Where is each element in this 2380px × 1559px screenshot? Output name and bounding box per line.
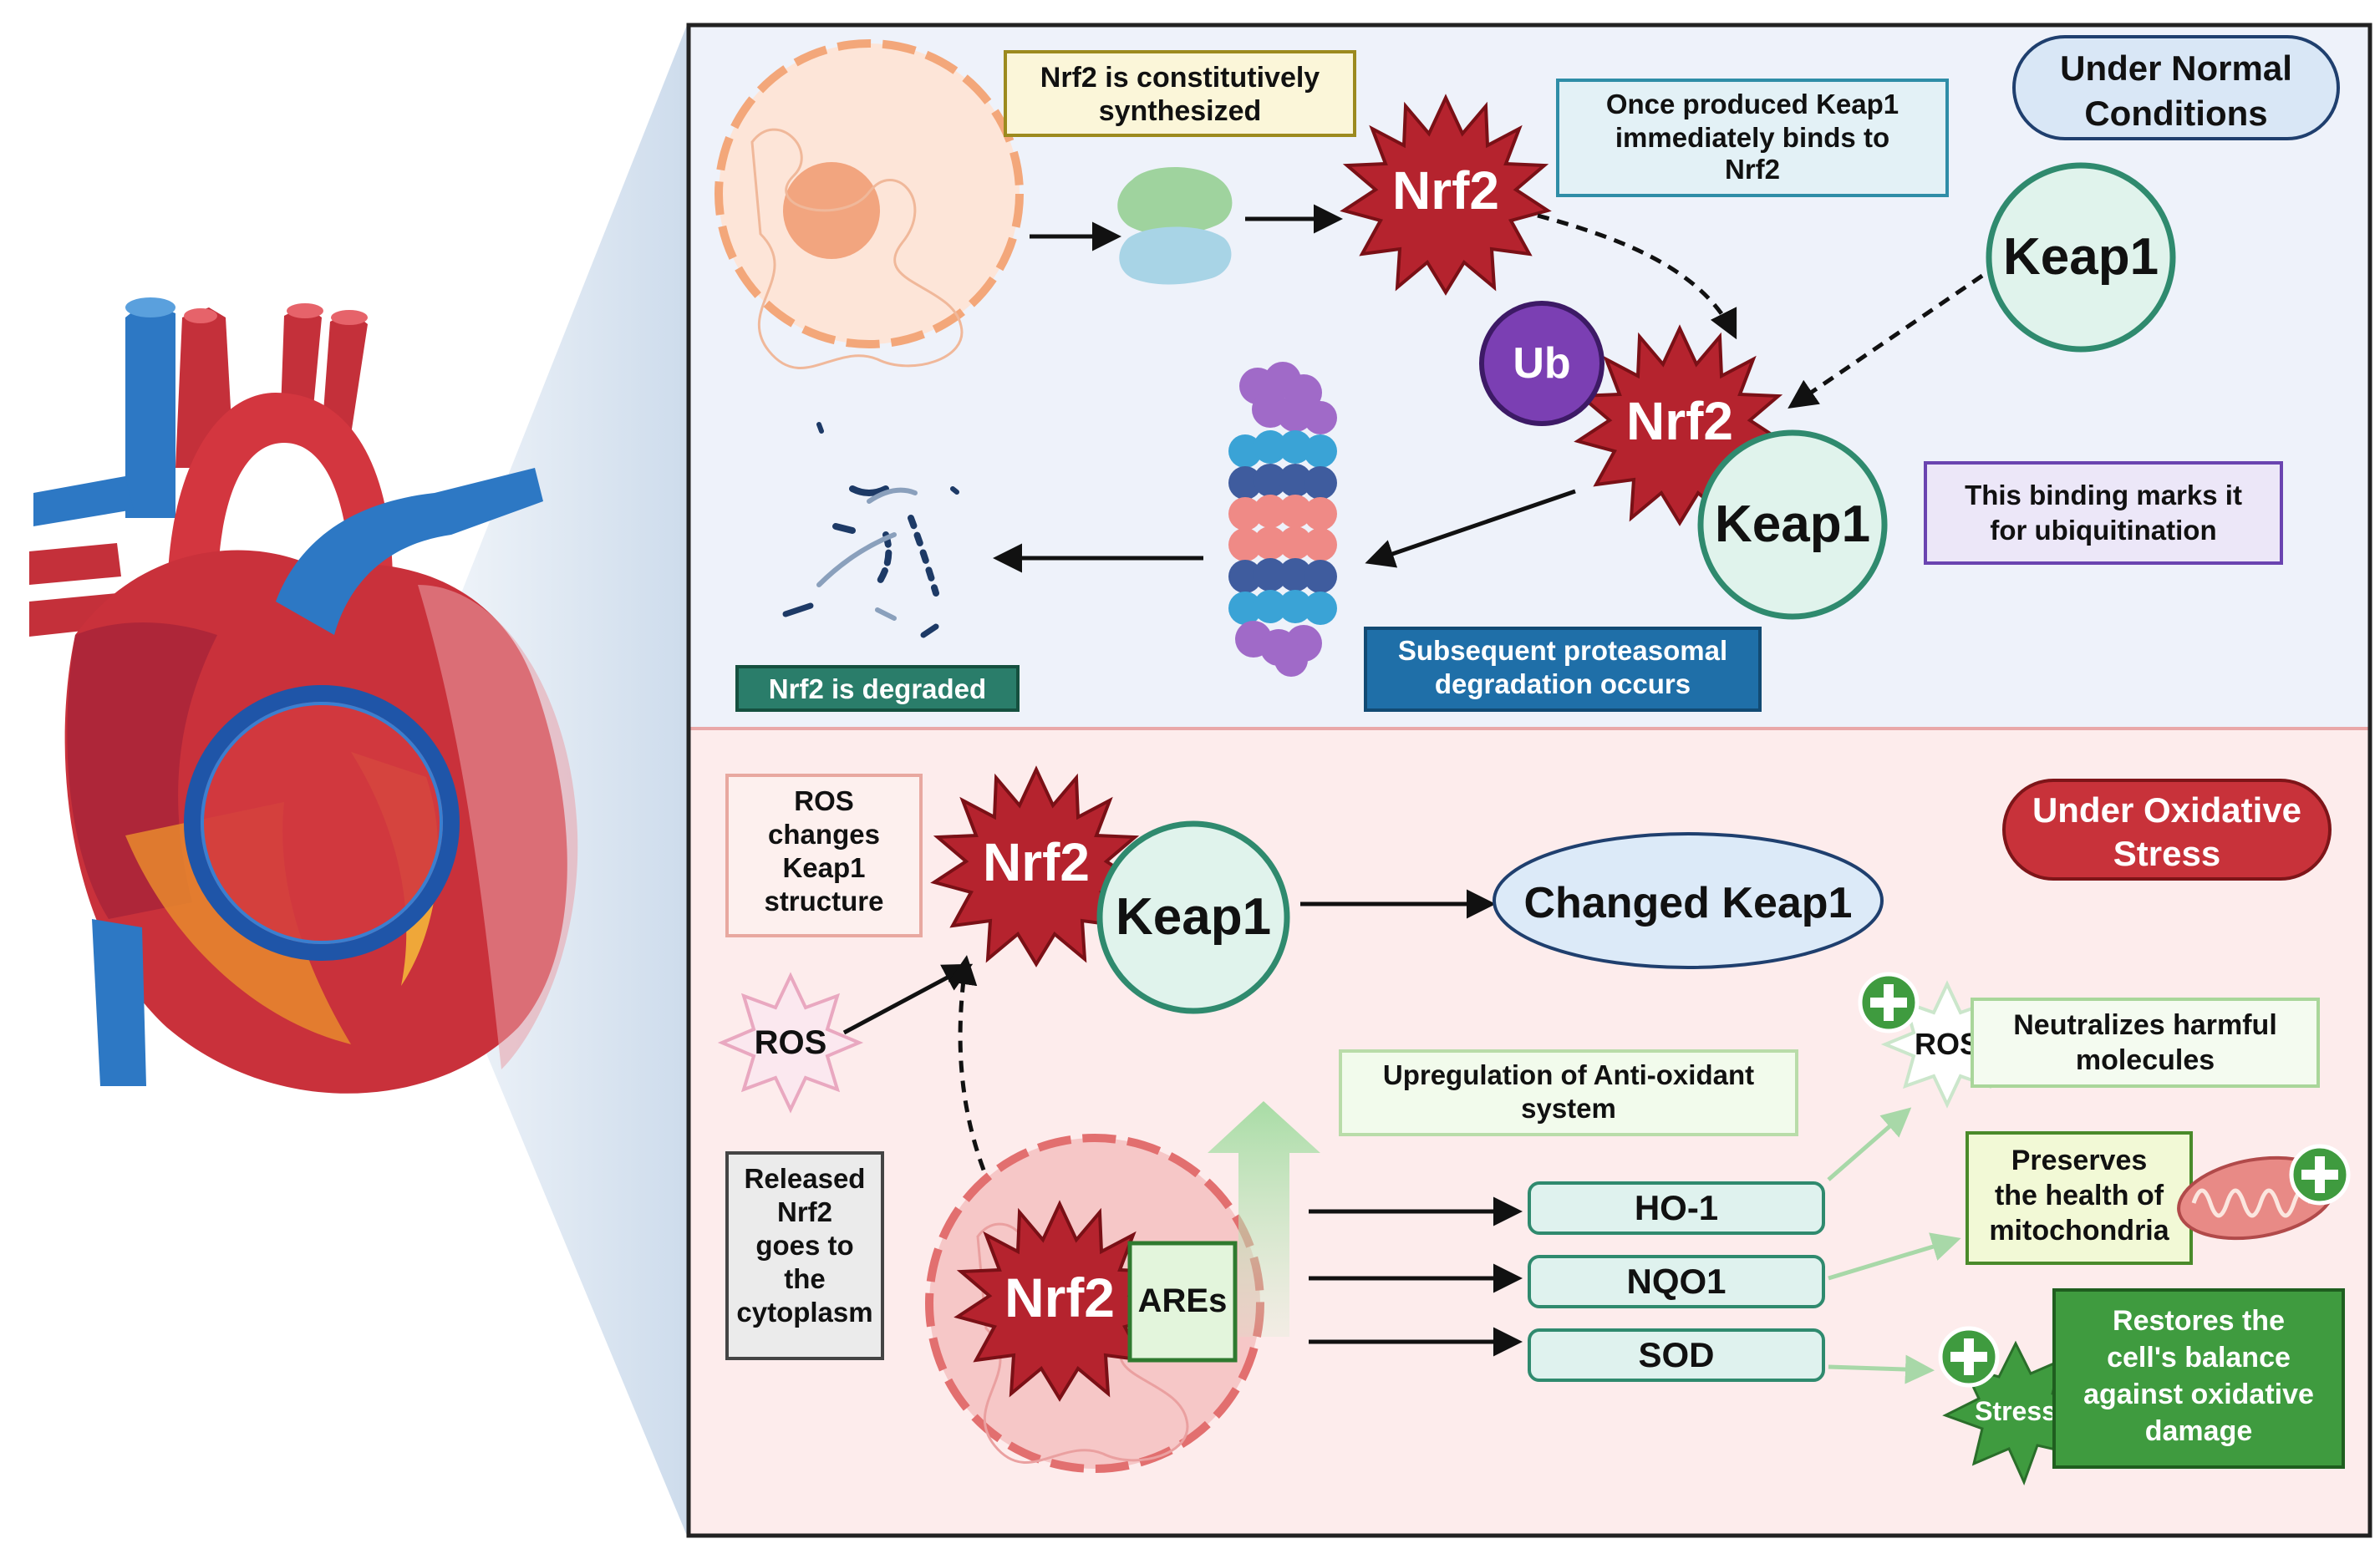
gene-ho1: HO-1: [1528, 1181, 1825, 1235]
plus-icon: [2289, 1144, 2351, 1206]
ubiquitinated-complex: Nrf2 Ub Keap1: [1479, 301, 1888, 620]
svg-text:Keap1: Keap1: [782, 852, 865, 883]
svg-text:Ub: Ub: [1513, 339, 1570, 388]
svg-text:synthesized: synthesized: [1099, 95, 1262, 127]
svg-text:Changed Keap1: Changed Keap1: [1524, 879, 1853, 927]
svg-text:HO-1: HO-1: [1635, 1188, 1718, 1227]
svg-text:This binding marks it: This binding marks it: [1965, 480, 2242, 510]
svg-text:Keap1: Keap1: [2003, 228, 2159, 286]
svg-text:ROS: ROS: [755, 1024, 827, 1061]
degraded-fragments: [782, 422, 959, 638]
svg-text:structure: structure: [764, 886, 883, 917]
svg-text:NQO1: NQO1: [1626, 1262, 1726, 1301]
proteasomal-label: Subsequent proteasomal degradation occur…: [1364, 627, 1762, 712]
svg-text:SOD: SOD: [1638, 1335, 1714, 1374]
preserves-label: Preserves the health of mitochondria: [1966, 1131, 2193, 1265]
svg-text:cell's balance: cell's balance: [2107, 1342, 2291, 1374]
main-frame: [686, 23, 2372, 1538]
svg-text:molecules: molecules: [2076, 1044, 2215, 1076]
degraded-label: Nrf2 is degraded: [735, 665, 1020, 712]
svg-text:system: system: [1521, 1093, 1616, 1124]
ros-star: ROS: [717, 972, 864, 1114]
svg-text:degradation occurs: degradation occurs: [1435, 668, 1691, 699]
svg-text:Nrf2: Nrf2: [777, 1196, 832, 1227]
gene-sod: SOD: [1528, 1328, 1825, 1382]
svg-text:goes to: goes to: [755, 1230, 853, 1261]
svg-text:the health of: the health of: [1995, 1180, 2164, 1211]
svg-text:Nrf2 is degraded: Nrf2 is degraded: [769, 673, 986, 704]
svg-text:Keap1: Keap1: [1116, 888, 1271, 946]
ares-box: AREs: [1127, 1241, 1238, 1363]
neutralizes-label: Neutralizes harmful molecules: [1971, 998, 2320, 1088]
svg-text:against oxidative: against oxidative: [2083, 1379, 2314, 1410]
svg-text:Nrf2: Nrf2: [983, 832, 1090, 892]
normal-title: Under Normal Conditions: [2012, 35, 2340, 140]
svg-text:changes: changes: [768, 819, 880, 850]
plus-icon: [1858, 972, 1920, 1033]
svg-text:Preserves: Preserves: [2011, 1145, 2148, 1176]
svg-text:Stress: Stress: [2113, 834, 2220, 873]
svg-text:Nrf2: Nrf2: [1626, 391, 1733, 451]
ros-changes-label: ROS changes Keap1 structure: [725, 774, 923, 937]
svg-text:Restores the: Restores the: [2113, 1305, 2285, 1337]
svg-text:Nrf2: Nrf2: [1392, 160, 1499, 221]
keap1-free: Keap1: [1986, 162, 2176, 353]
nrf2-keap1-complex: Nrf2 Keap1: [930, 765, 1290, 1014]
svg-text:Subsequent proteasomal: Subsequent proteasomal: [1398, 635, 1727, 666]
svg-text:Once produced Keap1: Once produced Keap1: [1606, 89, 1899, 119]
svg-text:ROS: ROS: [794, 785, 854, 816]
svg-text:Nrf2 is constitutively: Nrf2 is constitutively: [1040, 62, 1320, 94]
svg-text:ROS: ROS: [1915, 1027, 1980, 1061]
svg-text:Keap1: Keap1: [1715, 495, 1870, 553]
svg-text:Stress: Stress: [1975, 1396, 2057, 1426]
svg-text:Upregulation of Anti-oxidant: Upregulation of Anti-oxidant: [1383, 1059, 1754, 1090]
synthesis-cell: [715, 39, 1024, 369]
ubiquitination-label: This binding marks it for ubiquitination: [1924, 461, 2283, 565]
svg-text:Under Oxidative: Under Oxidative: [2032, 790, 2301, 830]
svg-text:Released: Released: [745, 1163, 866, 1194]
plus-icon: [1938, 1326, 2000, 1388]
proteasome-icon: [1228, 362, 1337, 677]
upregulation-arrow: [1208, 1101, 1320, 1337]
nrf2-star-free: Nrf2: [1340, 94, 1552, 296]
nrf2-nuclear: Nrf2: [954, 1200, 1166, 1402]
released-label: Released Nrf2 goes to the cytoplasm: [725, 1151, 884, 1360]
keap1-binds-label: Once produced Keap1 immediately binds to…: [1556, 79, 1949, 197]
svg-text:mitochondria: mitochondria: [1989, 1215, 2169, 1247]
synthesized-label: Nrf2 is constitutively synthesized: [1004, 50, 1356, 137]
svg-text:AREs: AREs: [1138, 1282, 1228, 1319]
upregulation-label: Upregulation of Anti-oxidant system: [1339, 1049, 1798, 1136]
svg-text:Nrf2: Nrf2: [1725, 154, 1780, 185]
svg-text:damage: damage: [2145, 1415, 2253, 1447]
svg-text:Nrf2: Nrf2: [1004, 1267, 1115, 1328]
svg-text:for ubiquitination: for ubiquitination: [1990, 515, 2216, 546]
restores-label: Restores the cell's balance against oxid…: [2052, 1288, 2345, 1469]
svg-text:Conditions: Conditions: [2084, 94, 2267, 133]
ribosome-icon: [1117, 167, 1233, 285]
svg-text:Neutralizes harmful: Neutralizes harmful: [2013, 1009, 2277, 1041]
svg-text:cytoplasm: cytoplasm: [736, 1297, 872, 1328]
svg-text:immediately binds to: immediately binds to: [1615, 122, 1889, 153]
gene-nqo1: NQO1: [1528, 1255, 1825, 1308]
stress-title: Under Oxidative Stress: [2002, 779, 2332, 881]
svg-text:Under Normal: Under Normal: [2060, 48, 2292, 88]
svg-text:the: the: [784, 1263, 826, 1294]
heart-illustration: [29, 297, 578, 1094]
changed-keap1: Changed Keap1: [1493, 832, 1884, 969]
